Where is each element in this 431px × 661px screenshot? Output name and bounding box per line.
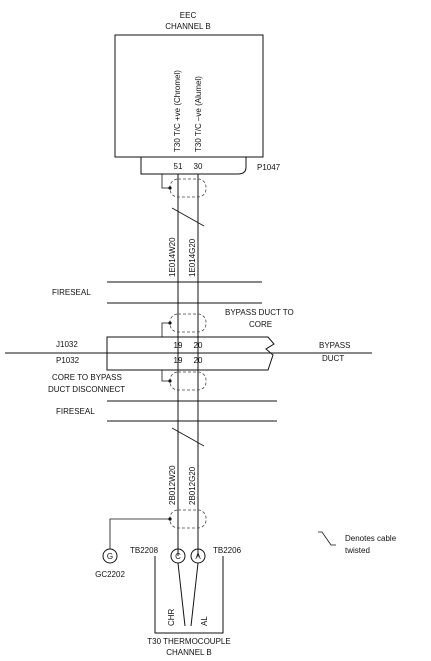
- shield-1-drain: [161, 174, 170, 189]
- upper-left-cable-id: 1E014W20: [168, 237, 177, 277]
- core-to-bypass-label-2: DUCT DISCONNECT: [48, 385, 125, 394]
- al-lead: [190, 562, 199, 627]
- shield-1-node: [168, 186, 172, 190]
- shield-2-drain: [161, 322, 170, 337]
- eec-title-line2: CHANNEL B: [165, 22, 211, 31]
- p1047-pin-right: 30: [194, 162, 203, 171]
- eec-box: [114, 34, 264, 158]
- chr-lead-label: CHR: [167, 608, 176, 626]
- p1047-label: P1047: [257, 163, 281, 172]
- shield-3: [169, 371, 207, 391]
- thermocouple-title-1: T30 THERMOCOUPLE: [147, 637, 230, 646]
- bypass-to-core-label-2: CORE: [249, 320, 272, 329]
- lower-left-cable-id: 2B012W20: [168, 465, 177, 505]
- ground-lead: [109, 518, 170, 549]
- twist-legend-symbol: [318, 531, 336, 546]
- legend-text-2: twisted: [345, 546, 370, 555]
- twist-mark-2: [171, 427, 205, 447]
- lower-fireseal-label: FIRESEAL: [56, 407, 95, 416]
- p1032-pin-right: 20: [194, 356, 203, 365]
- shield-2-node: [168, 321, 172, 325]
- p1047-connector: [128, 156, 247, 175]
- shield-4: [169, 509, 207, 529]
- thermocouple-title-2: CHANNEL B: [166, 648, 212, 657]
- core-to-bypass-label-1: CORE TO BYPASS: [52, 373, 122, 382]
- p1032-pin-left: 19: [174, 356, 183, 365]
- shield-2: [169, 313, 207, 333]
- bypass-duct-label-1: BYPASS: [319, 341, 350, 350]
- shield-4-node: [168, 517, 172, 521]
- shield-3-node: [168, 379, 172, 383]
- eec-title-line1: EEC: [180, 11, 197, 20]
- alumel-wire-label: T30 T/C –ve (Alumel): [194, 76, 203, 152]
- bypass-to-core-label-1: BYPASS DUCT TO: [225, 308, 294, 317]
- chromel-terminal-symbol: C: [175, 552, 181, 561]
- bypass-connector-body: [106, 336, 275, 371]
- j1032-pin-left: 19: [174, 341, 183, 350]
- chr-lead: [177, 562, 186, 627]
- shield-1: [169, 178, 207, 198]
- upper-right-cable-id: 1E014G20: [188, 238, 197, 277]
- legend-text-1: Denotes cable: [345, 534, 397, 543]
- thermocouple-body: [154, 556, 224, 634]
- twist-mark-1: [171, 207, 205, 227]
- chromel-wire-label: T30 T/C +ve (Chromel): [173, 70, 182, 152]
- shield-3-drain: [161, 370, 170, 382]
- j1032-label: J1032: [56, 340, 78, 349]
- bypass-duct-label-2: DUCT: [322, 354, 344, 363]
- p1047-pin-left: 51: [174, 162, 183, 171]
- p1032-label: P1032: [56, 356, 80, 365]
- lower-right-cable-id: 2B012G20: [188, 466, 197, 505]
- upper-fireseal-label: FIRESEAL: [52, 288, 91, 297]
- tb-left-label: TB2208: [130, 546, 159, 555]
- ground-label: GC2202: [95, 570, 125, 579]
- alumel-terminal-symbol: A: [195, 552, 201, 561]
- al-lead-label: AL: [200, 616, 209, 626]
- j1032-pin-right: 20: [194, 341, 203, 350]
- tb-right-label: TB2206: [213, 546, 242, 555]
- ground-symbol: G: [107, 552, 113, 561]
- ground-stud: [102, 548, 118, 564]
